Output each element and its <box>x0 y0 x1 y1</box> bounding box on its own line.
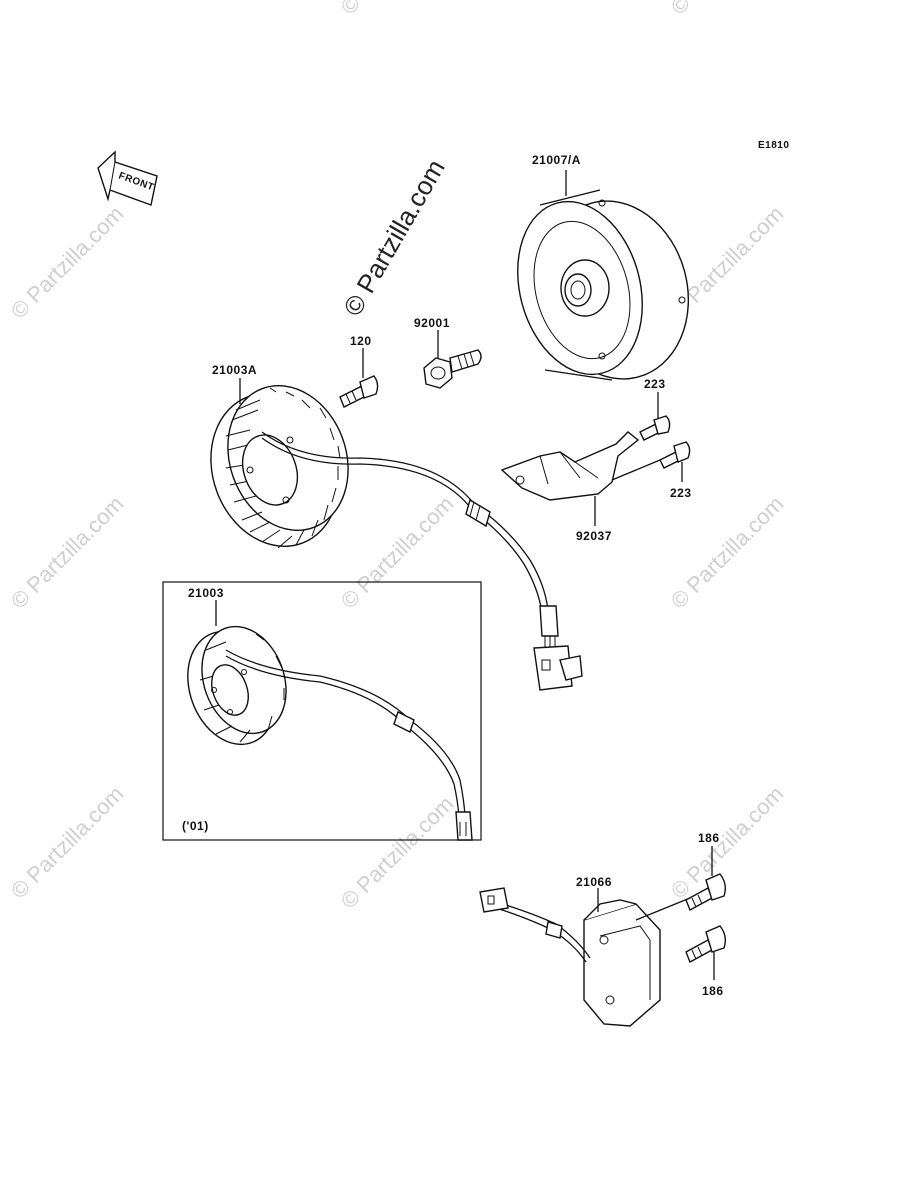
stator-21003a-harness <box>261 431 583 691</box>
label-186-top: 186 <box>698 831 720 845</box>
watermark-5: © Partzilla.com <box>336 791 459 914</box>
regulator-21066 <box>479 887 661 1027</box>
bolt-186-bottom <box>685 925 727 963</box>
front-arrow: FRONT <box>97 150 158 206</box>
label-186-bottom: 186 <box>702 984 724 998</box>
watermark-4: © Partzilla.com <box>336 491 459 614</box>
stator-21003-inset <box>187 625 473 841</box>
watermark-1: © Partzilla.com <box>6 201 129 324</box>
screw-223-bottom <box>659 441 691 469</box>
inset-note: ('01) <box>182 819 209 833</box>
leader-bracket-screws <box>611 459 661 481</box>
label-223-top: 223 <box>644 377 666 391</box>
watermark-9: © Partzilla.com <box>336 0 459 20</box>
bolt-92001 <box>423 349 482 389</box>
label-21066: 21066 <box>576 875 612 889</box>
watermark-2: © Partzilla.com <box>6 491 129 614</box>
diagram-code: E1810 <box>758 140 789 151</box>
leader-regulator-bolts <box>635 897 691 921</box>
label-21003a: 21003A <box>212 363 257 377</box>
bracket-92037 <box>500 431 640 501</box>
screw-223-top <box>639 415 671 441</box>
bolt-186-top <box>685 873 727 911</box>
watermark-7: © Partzilla.com <box>666 491 789 614</box>
label-92037: 92037 <box>576 529 612 543</box>
watermark-main: © Partzilla.com <box>337 154 451 321</box>
label-120: 120 <box>350 334 372 348</box>
watermark-10: © Partzilla.com <box>666 0 789 20</box>
label-223-bottom: 223 <box>670 486 692 500</box>
label-21003: 21003 <box>188 586 224 600</box>
flywheel <box>517 189 690 381</box>
stator-21003a <box>210 384 349 549</box>
label-92001: 92001 <box>414 316 450 330</box>
label-21007a: 21007/A <box>532 153 581 167</box>
watermark-8: © Partzilla.com <box>666 781 789 904</box>
watermark-3: © Partzilla.com <box>6 781 129 904</box>
bolt-120 <box>339 375 379 408</box>
inset-box <box>162 581 482 841</box>
